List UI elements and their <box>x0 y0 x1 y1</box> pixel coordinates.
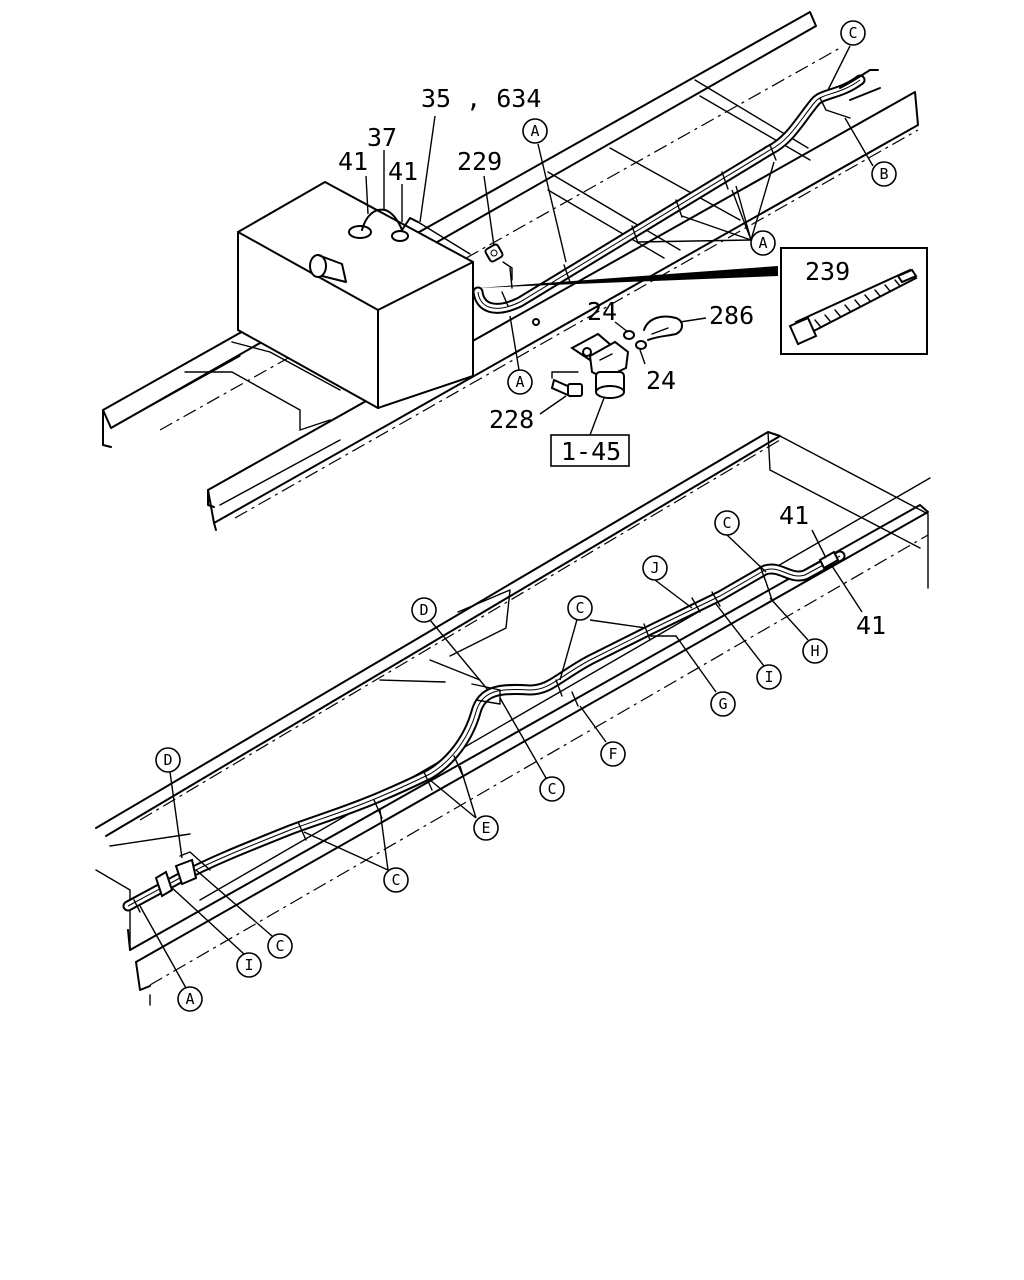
label-228: 228 <box>489 405 534 434</box>
bottom-fuel-line <box>122 550 846 913</box>
clip-letter-c-1: C <box>722 514 731 532</box>
top-frame-rails <box>102 11 919 531</box>
label-286: 286 <box>709 301 754 330</box>
label-41-top-bottom: 41 <box>779 501 809 530</box>
clip-letter-c-4: C <box>391 871 400 889</box>
fuel-tank <box>237 180 474 410</box>
label-1-45: 1-45 <box>561 437 621 466</box>
clip-letter-a-bottom: A <box>515 373 524 391</box>
clip-letter-e: E <box>481 819 490 837</box>
label-24-upper: 24 <box>587 297 617 326</box>
label-41-left: 41 <box>338 147 368 176</box>
top-fuel-line <box>472 69 881 314</box>
bottom-frame-rails <box>95 431 931 1006</box>
clip-letter-d-upper: D <box>419 601 428 619</box>
clip-letter-a-upper: A <box>530 122 539 140</box>
clip-letter-j: J <box>650 559 659 577</box>
top-clip-letters: C B A A A <box>507 20 897 395</box>
clip-letter-i-left: I <box>244 956 253 974</box>
clip-letter-b-top: B <box>879 165 888 183</box>
cable-tie-inset <box>780 247 928 355</box>
clip-letter-c-3: C <box>547 780 556 798</box>
fuel-filter-assembly <box>484 243 683 399</box>
clip-letter-c-5: C <box>275 937 284 955</box>
clip-letter-a-right: A <box>758 234 767 252</box>
bottom-callout-labels: 41 41 C J H I C G F D C E <box>139 501 886 1012</box>
clip-letter-f: F <box>608 745 617 763</box>
clip-letter-c-2: C <box>575 599 584 617</box>
label-35-634: 35 , 634 <box>421 84 541 113</box>
label-239: 239 <box>805 257 850 286</box>
label-41-right: 41 <box>388 157 418 186</box>
cable-tie-leader-wedge <box>478 266 778 288</box>
label-41-right-bottom: 41 <box>856 611 886 640</box>
clip-letter-a-bottom: A <box>185 990 194 1008</box>
ref-box-1-45 <box>550 434 630 467</box>
tank-gauge-icon <box>309 254 327 278</box>
clip-letter-i-right: I <box>764 668 773 686</box>
label-24-lower: 24 <box>646 366 676 395</box>
top-callout-labels: 35 , 634 37 41 41 229 239 24 24 286 228 … <box>338 84 850 467</box>
label-37: 37 <box>367 123 397 152</box>
clip-letter-g: G <box>718 695 727 713</box>
label-229: 229 <box>457 147 502 176</box>
clip-letter-h: H <box>810 642 819 660</box>
clip-letter-d-lower: D <box>163 751 172 769</box>
clip-letter-c-top: C <box>848 24 857 42</box>
